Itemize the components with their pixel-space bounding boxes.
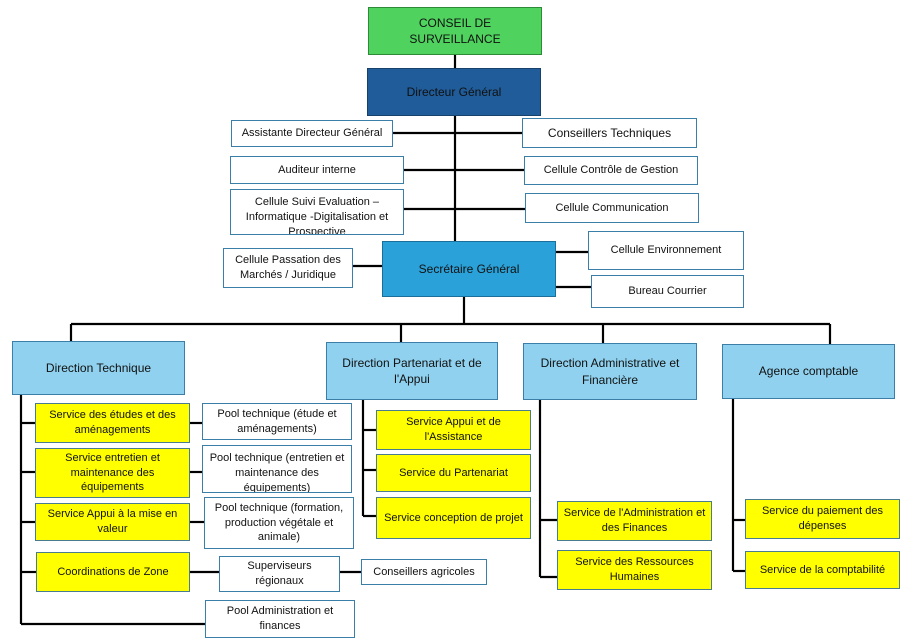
- direction-partenariat-box: Direction Partenariat et de l'Appui: [326, 342, 498, 400]
- coordinations-de-zone-box: Coordinations de Zone: [36, 552, 190, 592]
- agence-comptable-box: Agence comptable: [722, 344, 895, 399]
- bureau-courrier-box: Bureau Courrier: [591, 275, 744, 308]
- cellule-suivi-evaluation-box: Cellule Suivi Evaluation – Informatique …: [230, 189, 404, 235]
- secretaire-general-box: Secrétaire Général: [382, 241, 556, 297]
- assistante-dg-box: Assistante Directeur Général: [231, 120, 393, 147]
- service-appui-valeur-box: Service Appui à la mise en valeur: [35, 503, 190, 541]
- cellule-passation-marches-box: Cellule Passation des Marchés / Juridiqu…: [223, 248, 353, 288]
- service-conception-projet-box: Service conception de projet: [376, 497, 531, 539]
- pool-technique-etude-box: Pool technique (étude et aménagements): [202, 403, 352, 440]
- service-partenariat-box: Service du Partenariat: [376, 454, 531, 492]
- service-administration-finances-box: Service de l'Administration et des Finan…: [557, 501, 712, 541]
- service-entretien-box: Service entretien et maintenance des équ…: [35, 448, 190, 498]
- conseil-de-surveillance-box: CONSEIL DE SURVEILLANCE: [368, 7, 542, 55]
- conseillers-techniques-box: Conseillers Techniques: [522, 118, 697, 148]
- superviseurs-regionaux-box: Superviseurs régionaux: [219, 556, 340, 592]
- pool-administration-box: Pool Administration et finances: [205, 600, 355, 638]
- service-comptabilite-box: Service de la comptabilité: [745, 551, 900, 589]
- service-etudes-box: Service des études et des aménagements: [35, 403, 190, 443]
- service-appui-assistance-box: Service Appui et de l'Assistance: [376, 410, 531, 450]
- cellule-controle-gestion-box: Cellule Contrôle de Gestion: [524, 156, 698, 185]
- pool-technique-formation-box: Pool technique (formation, production vé…: [204, 497, 354, 549]
- conseillers-agricoles-box: Conseillers agricoles: [361, 559, 487, 585]
- pool-technique-entretien-box: Pool technique (entretien et maintenance…: [202, 445, 352, 493]
- service-paiement-depenses-box: Service du paiement des dépenses: [745, 499, 900, 539]
- direction-administrative-box: Direction Administrative et Financière: [523, 343, 697, 400]
- direction-technique-box: Direction Technique: [12, 341, 185, 395]
- directeur-general-box: Directeur Général: [367, 68, 541, 116]
- auditeur-interne-box: Auditeur interne: [230, 156, 404, 184]
- cellule-environnement-box: Cellule Environnement: [588, 231, 744, 270]
- service-ressources-humaines-box: Service des Ressources Humaines: [557, 550, 712, 590]
- cellule-communication-box: Cellule Communication: [525, 193, 699, 223]
